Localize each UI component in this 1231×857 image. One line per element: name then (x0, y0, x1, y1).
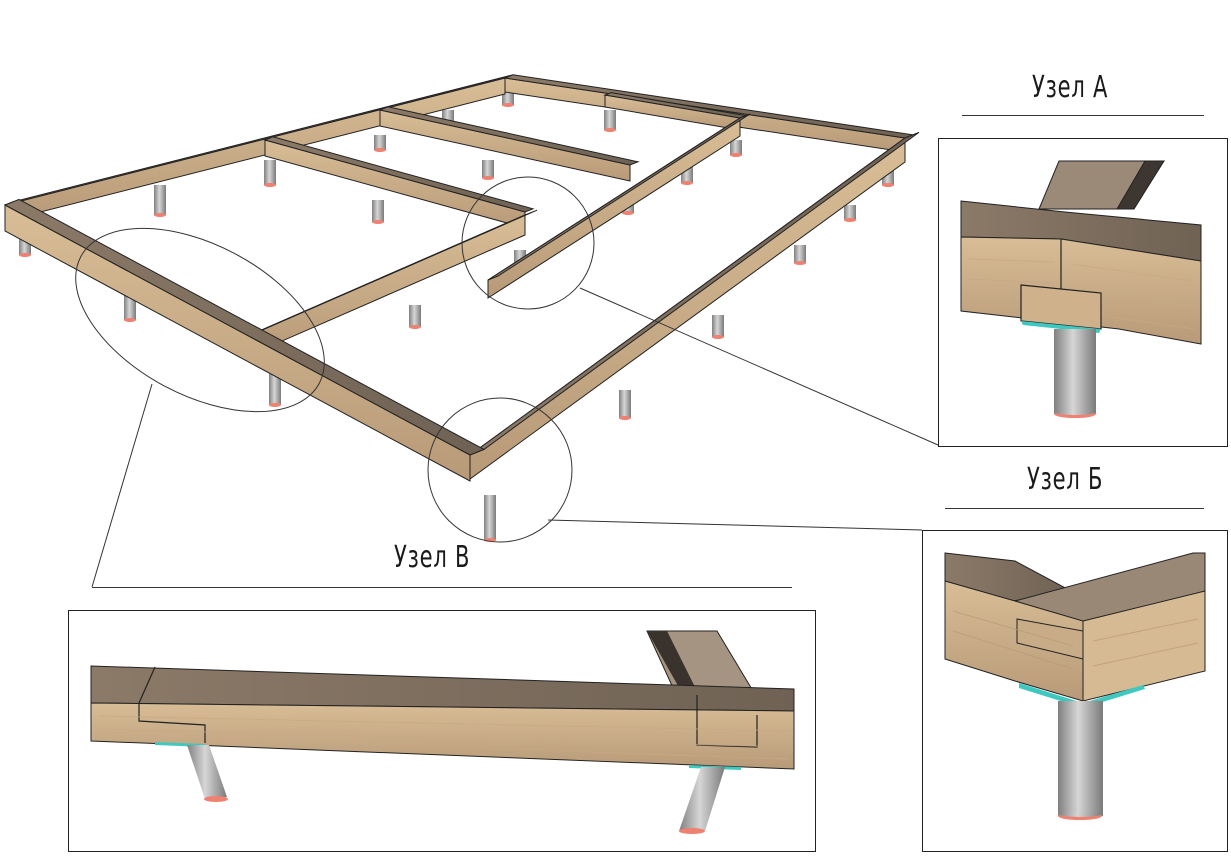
pile-9 (730, 140, 742, 155)
detail-panel-v (68, 610, 816, 852)
pile-11-cap (844, 218, 856, 222)
detail-panel-a (938, 138, 1228, 447)
pile-14-cap (622, 211, 634, 215)
underline-node-b (945, 508, 1204, 509)
pile-12-cap (794, 261, 806, 265)
beam-inner-2-side (379, 109, 631, 182)
pile-17-cap (482, 176, 494, 180)
pile-13 (712, 315, 724, 337)
beam-back-right-top (503, 74, 915, 139)
callout-ellipse-b (427, 397, 573, 543)
beam-inner-2-top (378, 106, 640, 166)
pile-17 (482, 160, 494, 178)
beam-inner-1-side (264, 139, 526, 229)
pile-20-cap (269, 403, 281, 407)
beam-inner-5-top (249, 209, 538, 336)
pile-4 (264, 160, 276, 185)
pile-8 (604, 110, 616, 130)
pile-3 (154, 185, 166, 215)
leader-line-a (579, 287, 939, 446)
detail-v-drawing (90, 630, 795, 834)
leader-line-b (547, 519, 923, 531)
piles-group (19, 90, 894, 542)
detail-panel-b (922, 530, 1228, 852)
pile-18-cap (372, 220, 384, 224)
pile-5-cap (374, 148, 386, 152)
pile-19 (409, 305, 421, 327)
pile-5 (374, 135, 386, 150)
pile-15-cap (681, 181, 693, 185)
beam-inner-5-side (249, 214, 526, 356)
beam-front-left-top (3, 198, 486, 456)
pile-7-cap (502, 103, 514, 107)
underline-node-a (962, 115, 1204, 116)
label-node-a: Узел А (1032, 70, 1109, 105)
pile-3-cap (154, 213, 166, 217)
pile-8-cap (604, 128, 616, 132)
pile-9-cap (730, 153, 742, 157)
underline-node-v (92, 587, 792, 588)
pile-1-cap (19, 253, 31, 257)
pile-21-cap (619, 416, 631, 420)
beam-front-left-side (4, 204, 471, 482)
pile-11 (844, 205, 856, 220)
pile-10-cap (882, 183, 894, 187)
pile-4-cap (264, 183, 276, 187)
label-node-b: Узел Б (1027, 462, 1104, 497)
detail-a-drawing (960, 160, 1202, 418)
pile-21 (619, 390, 631, 418)
label-node-v: Узел В (394, 540, 471, 575)
beam-inner-4-top (487, 113, 751, 281)
callout-ellipse-a (461, 176, 595, 310)
pile-13-cap (712, 335, 724, 339)
pile-12 (794, 245, 806, 263)
pile-20 (269, 370, 281, 405)
callout-ellipse-v (75, 227, 325, 413)
pile-19-cap (409, 325, 421, 329)
leader-line-v (91, 383, 153, 588)
beams-group (3, 74, 920, 482)
pile-22 (484, 495, 496, 540)
beam-inner-1-top (263, 136, 535, 213)
pile-18 (372, 200, 384, 222)
pile-2-cap (124, 318, 136, 322)
detail-b-drawing (944, 552, 1206, 820)
